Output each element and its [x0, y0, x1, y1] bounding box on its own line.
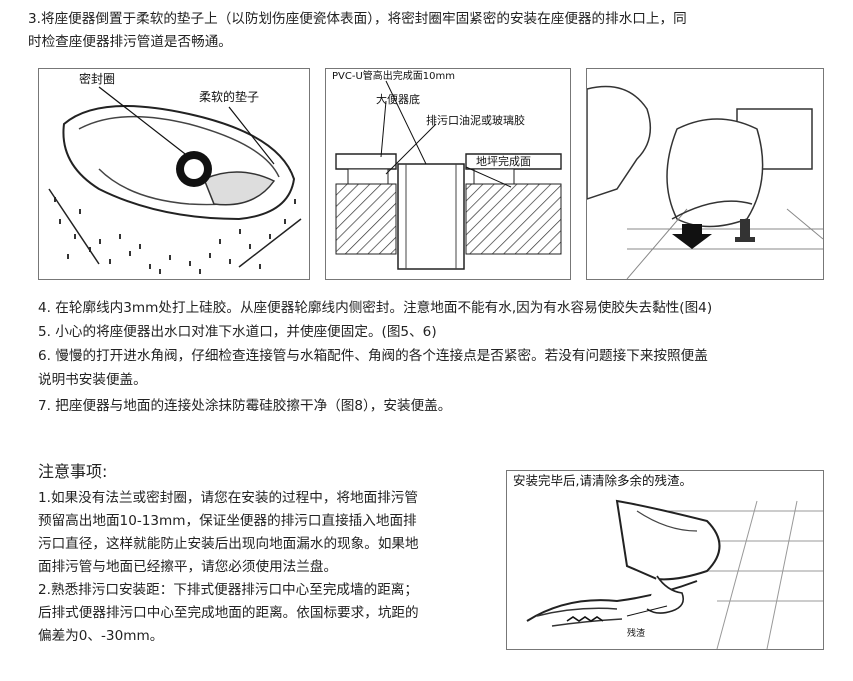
step3-line2: 时检查座便器排污管道是否畅通。: [28, 34, 232, 50]
step7-text: 7. 把座便器与地面的连接处涂抹防霉硅胶擦干净（图8），安装便盖。: [38, 398, 452, 414]
step5-text: 5. 小心的将座便器出水口对准下水道口，并使座便固定。(图5、6): [38, 324, 437, 340]
notes-line: 2.熟悉排污口安装距：下排式便器排污口中心至完成墙的距离；: [38, 582, 418, 598]
label-seal-ring: 密封圈: [79, 71, 115, 86]
label-drain-sealant: 排污口油泥或玻璃胶: [426, 113, 525, 127]
clean-residue-illustration: 残渣 安装完毕后,请清除多余的残渣。: [513, 473, 823, 649]
label-pvc-pipe: PVC-U管高出完成面10mm: [332, 69, 455, 82]
notes-line: 偏差为0、-30mm。: [38, 628, 164, 644]
label-bowl-base: 大便器底: [376, 92, 420, 106]
drain-section-illustration: PVC-U管高出完成面10mm 大便器底 排污口油泥或玻璃胶 地坪完成面: [332, 69, 562, 270]
notes-line: 预留高出地面10-13mm，保证坐便器的排污口直接插入地面排: [38, 513, 417, 529]
notes-line: 后排式便器排污口中心至完成地面的距离。依国标要求，坑距的: [38, 605, 419, 621]
step6-text: 6. 慢慢的打开进水角阀，仔细检查连接管与水箱配件、角阀的各个连接点是否紧密。若…: [38, 348, 708, 364]
notes-body: 1.如果没有法兰或密封圈，请您在安装的过程中，将地面排污管 预留高出地面10-1…: [38, 487, 498, 648]
figure-drain-cross-section: PVC-U管高出完成面10mm 大便器底 排污口油泥或玻璃胶 地坪完成面: [325, 68, 571, 280]
step3-line1: 3.将座便器倒置于柔软的垫子上（以防划伤座便瓷体表面），将密封圈牢固紧密的安装在…: [28, 11, 687, 27]
placing-toilet-illustration: [587, 85, 823, 279]
caption-clean-residue: 安装完毕后,请清除多余的残渣。: [513, 473, 692, 488]
label-soft-mat: 柔软的垫子: [199, 89, 259, 104]
step6-continued-text: 说明书安装便盖。: [38, 372, 147, 388]
figure-clean-residue: 残渣 安装完毕后,请清除多余的残渣。: [506, 470, 824, 650]
notes-title: 注意事项:: [38, 462, 108, 481]
toilet-on-mat-illustration: 密封圈 柔软的垫子: [48, 71, 302, 274]
label-finished-floor: 地坪完成面: [476, 154, 531, 168]
notes-line: 面排污管与地面已经擦平，请您必须使用法兰盘。: [38, 559, 338, 575]
step4-text: 4. 在轮廓线内3mm处打上硅胶。从座便器轮廓线内侧密封。注意地面不能有水,因为…: [38, 300, 713, 316]
notes-line: 污口直径，这样就能防止安装后出现向地面漏水的现象。如果地: [38, 536, 419, 552]
figure-toilet-upside-down: 密封圈 柔软的垫子: [38, 68, 310, 280]
label-residue: 残渣: [627, 627, 645, 639]
notes-line: 1.如果没有法兰或密封圈，请您在安装的过程中，将地面排污管: [38, 490, 418, 506]
figure-placing-toilet: [586, 68, 824, 280]
